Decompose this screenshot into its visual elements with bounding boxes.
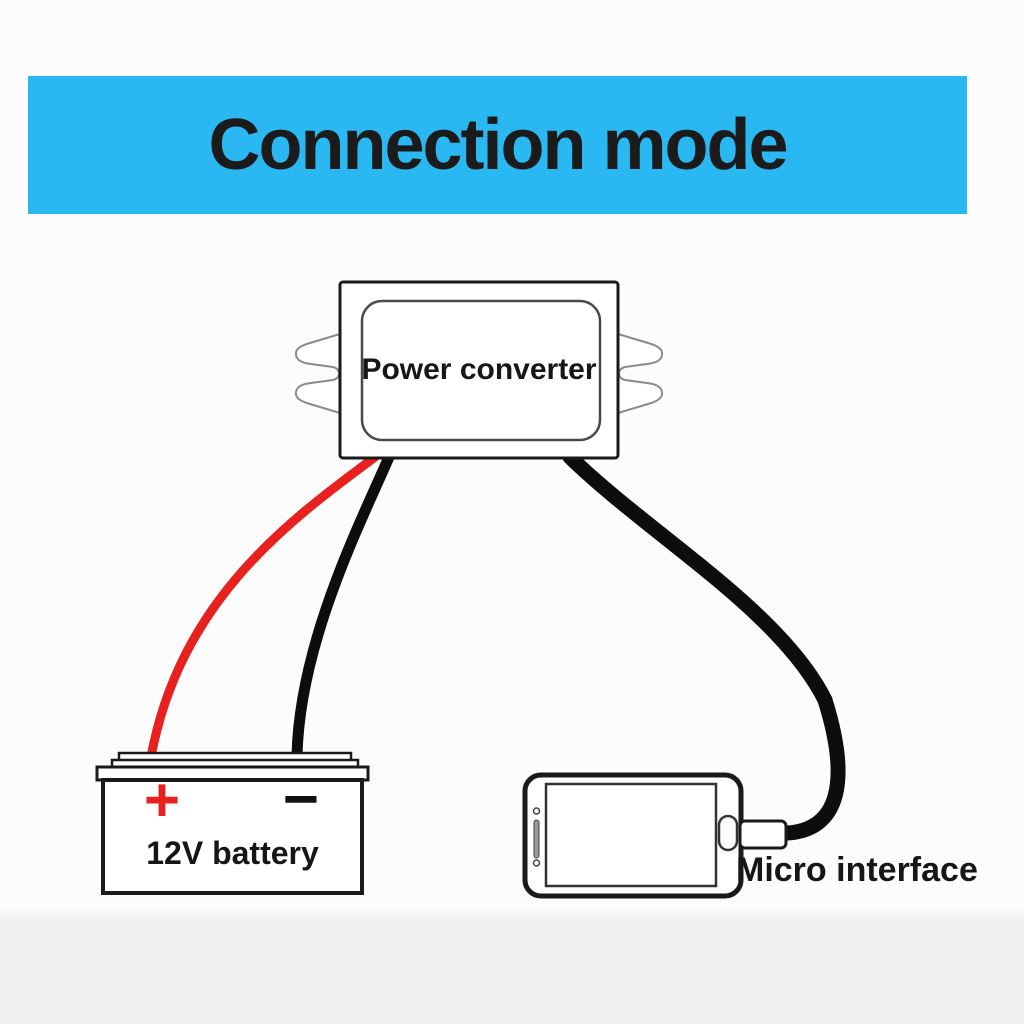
battery-body (101, 778, 364, 895)
phone-camera-icon (532, 807, 541, 815)
micro-usb-plug-icon (738, 819, 788, 850)
phone-home-button (717, 814, 739, 852)
phone-speaker-icon (533, 819, 540, 859)
converter-inner-panel (360, 299, 602, 442)
page-title: Connection mode (208, 105, 789, 185)
battery-label: 12V battery (146, 835, 319, 871)
phone-sensor-icon (532, 859, 541, 867)
negative-wire (291, 451, 395, 761)
background-band (0, 906, 1024, 1024)
battery-positive-symbol: + (143, 766, 181, 835)
mounting-tab-right-icon (617, 332, 664, 415)
power-converter-label: Power converter (361, 353, 597, 386)
mounting-tab-left-icon (294, 332, 341, 415)
battery-negative-symbol: − (282, 765, 320, 834)
micro-interface-label: Micro interface (736, 851, 978, 889)
title-banner: Connection mode (28, 76, 967, 214)
positive-wire (146, 452, 380, 762)
phone-screen (544, 782, 718, 888)
output-cable (562, 449, 846, 841)
